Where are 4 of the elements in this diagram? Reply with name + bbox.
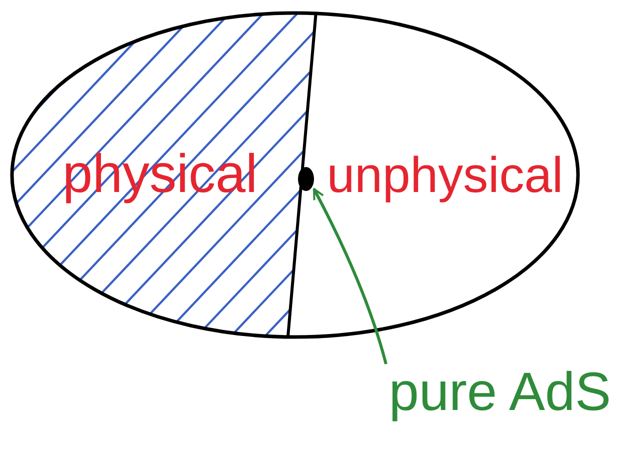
callout-label: pure AdS [388, 363, 612, 423]
point-dot [298, 167, 314, 191]
region-label: unphysical [326, 148, 564, 202]
arrow [312, 188, 388, 364]
